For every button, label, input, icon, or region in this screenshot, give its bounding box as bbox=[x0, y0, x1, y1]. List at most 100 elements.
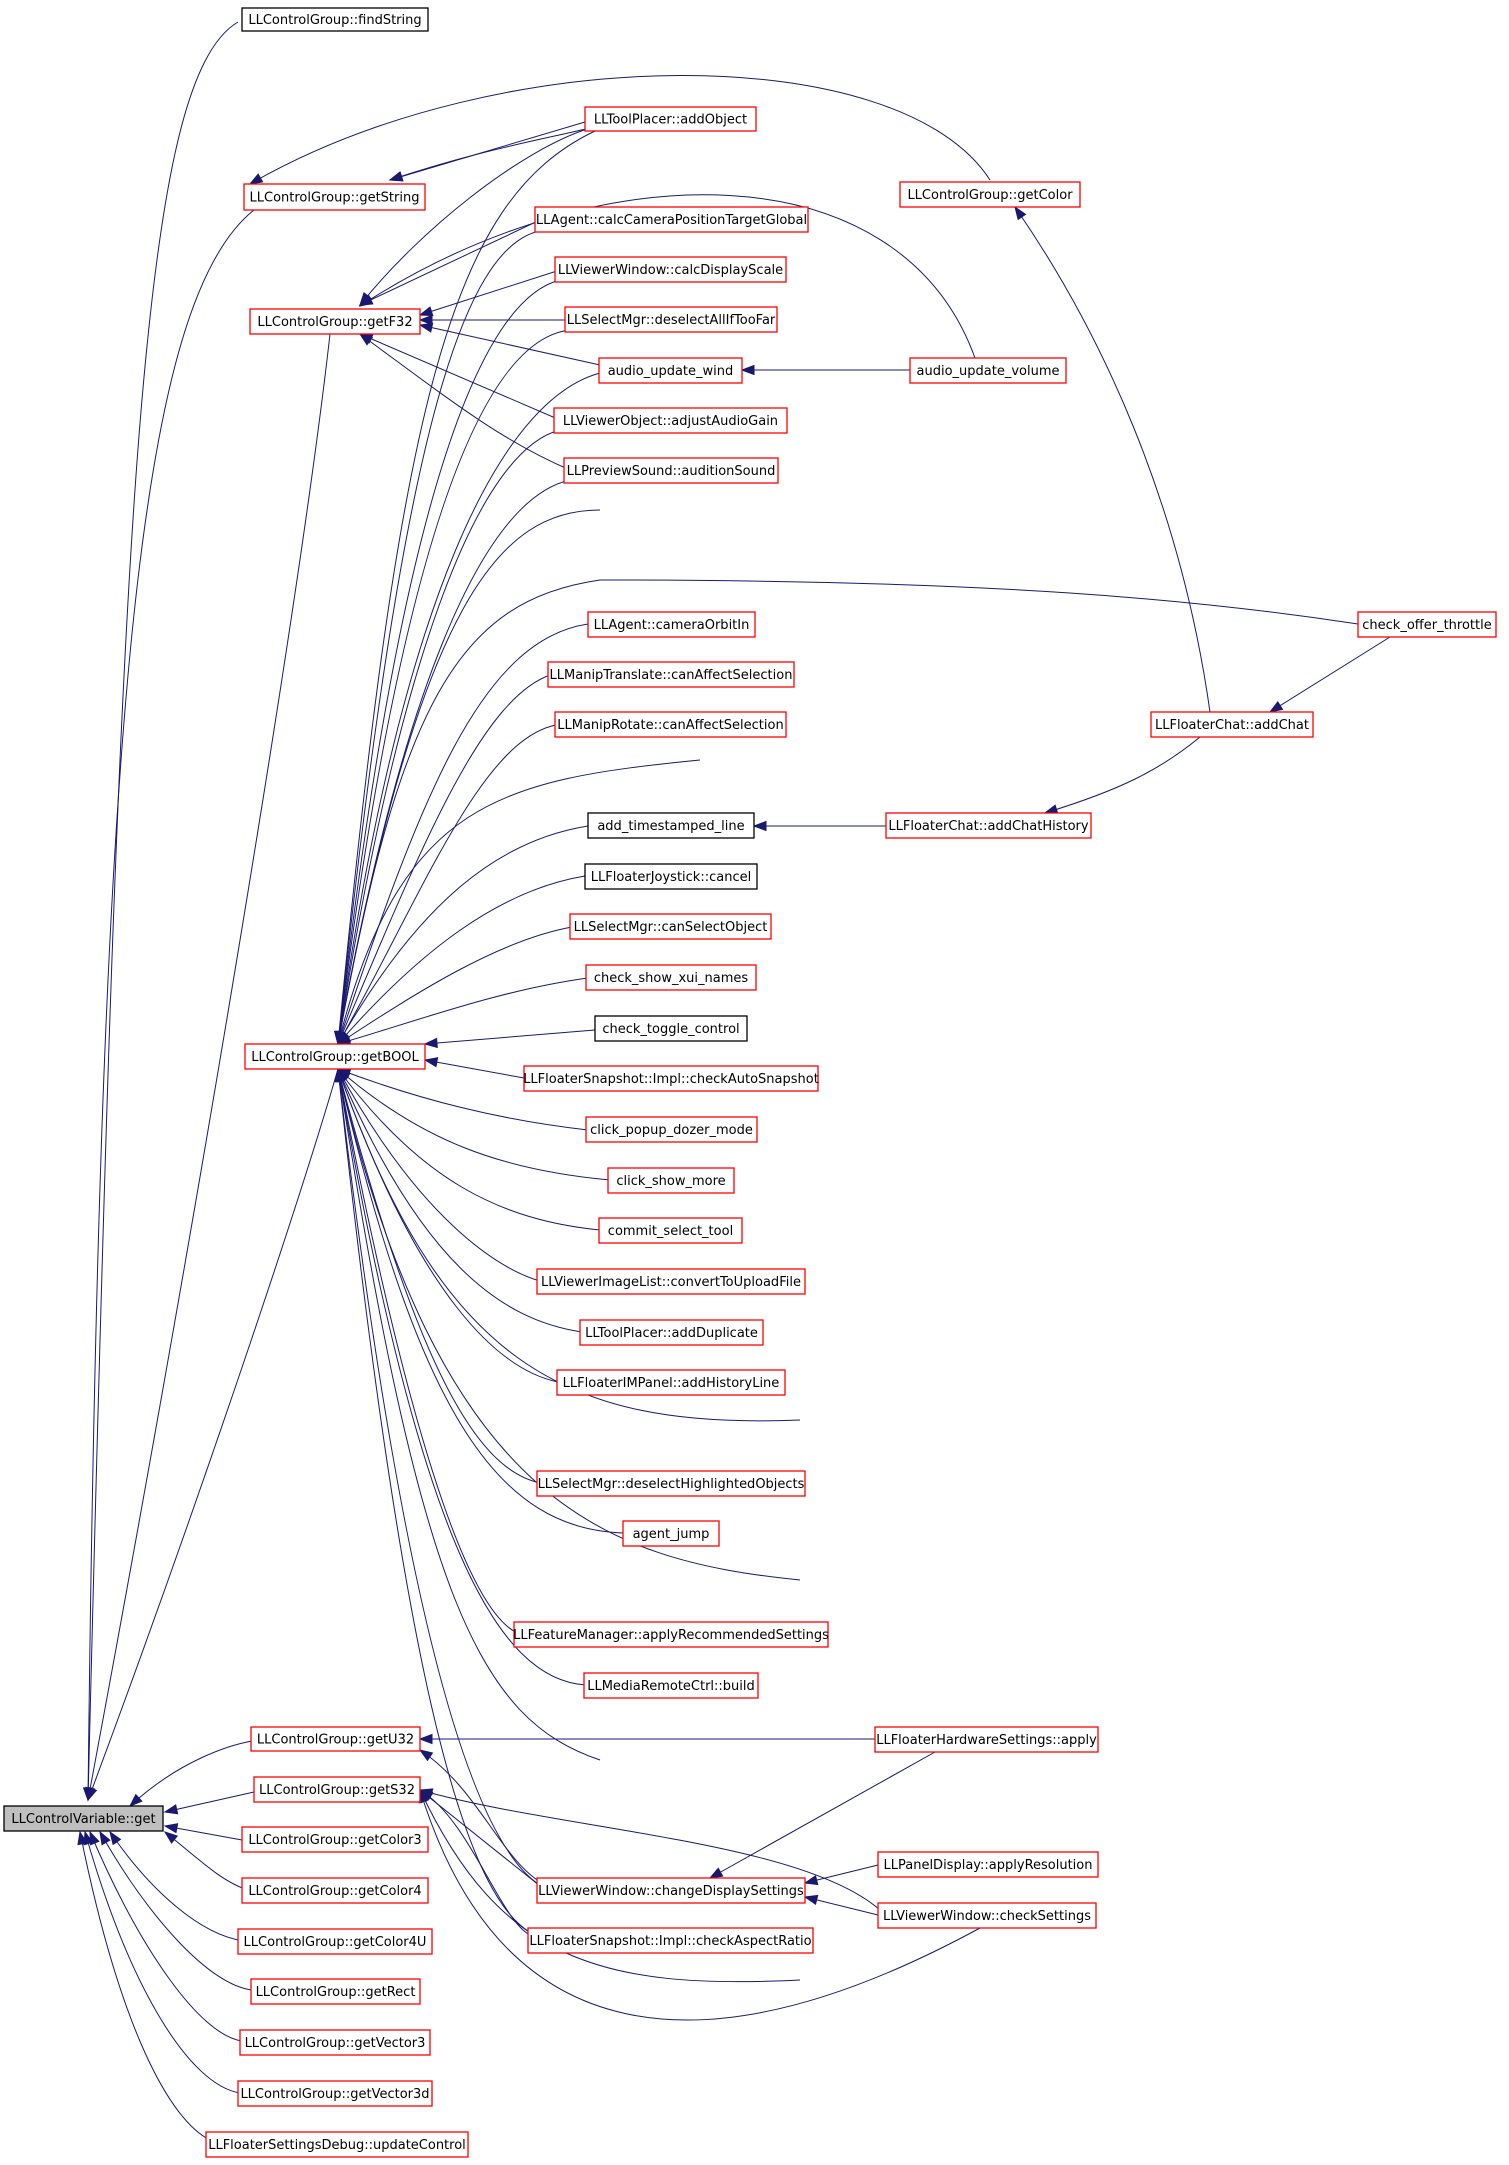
node-label-audioWind: audio_update_wind bbox=[608, 364, 734, 379]
node-label-updateControl: LLFloaterSettingsDebug::updateControl bbox=[208, 2138, 466, 2153]
node-label-showMore: click_show_more bbox=[616, 1174, 725, 1189]
node-audition[interactable]: LLPreviewSound::auditionSound bbox=[563, 457, 779, 484]
node-label-addTs: add_timestamped_line bbox=[597, 819, 744, 834]
node-joyCancel[interactable]: LLFloaterJoystick::cancel bbox=[584, 863, 758, 890]
edge-getBOOL-to-hwApply bbox=[337, 1068, 801, 1581]
node-updateControl[interactable]: LLFloaterSettingsDebug::updateControl bbox=[205, 2131, 469, 2158]
node-box-camOrbit bbox=[587, 611, 756, 638]
edge-getF32-to-audioWind bbox=[419, 324, 601, 366]
node-hwApply[interactable]: LLFloaterHardwareSettings::apply bbox=[874, 1726, 1099, 1753]
edge-root-to-getColor4 bbox=[164, 1831, 246, 1890]
node-addDup[interactable]: LLToolPlacer::addDuplicate bbox=[579, 1319, 764, 1346]
node-getF32[interactable]: LLControlGroup::getF32 bbox=[249, 308, 421, 335]
arrowhead-getBOOL-to-aspect bbox=[334, 1067, 345, 1082]
node-getColor[interactable]: LLControlGroup::getColor bbox=[899, 181, 1081, 208]
edge-root-to-findString bbox=[87, 21, 239, 1801]
node-label-hwApply: LLFloaterHardwareSettings::apply bbox=[876, 1733, 1097, 1748]
node-getRect[interactable]: LLControlGroup::getRect bbox=[250, 1978, 421, 2005]
node-featMgr[interactable]: LLFeatureManager::applyRecommendedSettin… bbox=[513, 1621, 829, 1648]
node-label-featMgr: LLFeatureManager::applyRecommendedSettin… bbox=[513, 1628, 829, 1643]
node-dozer[interactable]: click_popup_dozer_mode bbox=[585, 1116, 758, 1143]
edge-getBOOL-to-deselHL bbox=[337, 1068, 541, 1484]
edge-getBOOL-to-dozer bbox=[337, 1068, 589, 1131]
node-label-panelRes: LLPanelDisplay::applyResolution bbox=[884, 1858, 1093, 1873]
edge-root-to-updateControl bbox=[79, 1831, 211, 2141]
edge-chgDisp-to-panelRes bbox=[804, 1864, 879, 1884]
arrowhead-getF32-to-calcDisp bbox=[418, 306, 434, 317]
node-audioVol[interactable]: audio_update_volume bbox=[909, 357, 1067, 384]
edge-getF32-to-addObject bbox=[359, 127, 591, 306]
edge-getBOOL-to-adjAudio bbox=[337, 429, 561, 1045]
node-box-getBOOL bbox=[244, 1043, 426, 1070]
node-getString[interactable]: LLControlGroup::getString bbox=[243, 183, 426, 211]
node-calcCam[interactable]: LLAgent::calcCameraPositionTargetGlobal bbox=[534, 206, 809, 233]
node-chkSet[interactable]: LLViewerWindow::checkSettings bbox=[877, 1902, 1097, 1929]
node-getVector3d[interactable]: LLControlGroup::getVector3d bbox=[237, 2080, 433, 2107]
edge-getS32-to-aspect bbox=[419, 1789, 531, 1936]
node-jump[interactable]: agent_jump bbox=[622, 1520, 720, 1547]
node-chatHist[interactable]: LLFloaterChat::addChatHistory bbox=[885, 812, 1092, 839]
node-box-canSel bbox=[569, 913, 772, 940]
edge-getBOOL-to-offer bbox=[337, 579, 1359, 1045]
node-getColor3[interactable]: LLControlGroup::getColor3 bbox=[241, 1826, 429, 1853]
node-panelRes[interactable]: LLPanelDisplay::applyResolution bbox=[877, 1851, 1099, 1878]
node-commit[interactable]: commit_select_tool bbox=[598, 1217, 743, 1244]
node-adjAudio[interactable]: LLViewerObject::adjustAudioGain bbox=[553, 407, 788, 434]
node-getColor4U[interactable]: LLControlGroup::getColor4U bbox=[237, 1928, 433, 1955]
edge-root-to-getColor3 bbox=[164, 1825, 243, 1841]
node-convUp[interactable]: LLViewerImageList::convertToUploadFile bbox=[536, 1268, 806, 1295]
edge-chgDisp-to-hwApply bbox=[709, 1751, 936, 1879]
node-box-getS32 bbox=[253, 1776, 421, 1803]
node-aspect[interactable]: LLFloaterSnapshot::Impl::checkAspectRati… bbox=[527, 1927, 814, 1954]
node-getVector3[interactable]: LLControlGroup::getVector3 bbox=[239, 2029, 431, 2056]
node-getBOOL[interactable]: LLControlGroup::getBOOL bbox=[244, 1043, 426, 1070]
node-toggleCtl[interactable]: check_toggle_control bbox=[594, 1015, 748, 1042]
node-label-deselHL: LLSelectMgr::deselectHighlightedObjects bbox=[538, 1477, 805, 1492]
node-manipR[interactable]: LLManipRotate::canAffectSelection bbox=[554, 711, 787, 738]
edge-getBOOL-to-aspect bbox=[337, 1068, 536, 1936]
node-autoSnap[interactable]: LLFloaterSnapshot::Impl::checkAutoSnapsh… bbox=[523, 1065, 819, 1092]
node-label-offer: check_offer_throttle bbox=[1362, 618, 1491, 633]
node-mediaBuild[interactable]: LLMediaRemoteCtrl::build bbox=[583, 1672, 759, 1699]
node-histLine[interactable]: LLFloaterIMPanel::addHistoryLine bbox=[556, 1369, 786, 1396]
node-addChat[interactable]: LLFloaterChat::addChat bbox=[1150, 711, 1314, 738]
node-getS32[interactable]: LLControlGroup::getS32 bbox=[253, 1776, 421, 1803]
node-label-dozer: click_popup_dozer_mode bbox=[590, 1123, 753, 1138]
node-box-toggleCtl bbox=[594, 1015, 748, 1042]
node-label-autoSnap: LLFloaterSnapshot::Impl::checkAutoSnapsh… bbox=[523, 1072, 819, 1087]
node-offer[interactable]: check_offer_throttle bbox=[1357, 611, 1497, 638]
edge-root-to-getS32 bbox=[164, 1791, 255, 1813]
edge-root-to-getVector3 bbox=[89, 1831, 243, 2042]
node-getU32[interactable]: LLControlGroup::getU32 bbox=[250, 1726, 421, 1752]
arrowhead-chgDisp-to-chkSet bbox=[803, 1894, 819, 1906]
node-deselAll[interactable]: LLSelectMgr::deselectAllIfTooFar bbox=[564, 306, 778, 333]
edge-getS32-to-chkSet bbox=[419, 1789, 881, 1911]
node-deselHL[interactable]: LLSelectMgr::deselectHighlightedObjects bbox=[536, 1470, 806, 1497]
node-addTs[interactable]: add_timestamped_line bbox=[587, 812, 755, 839]
node-audioWind[interactable]: audio_update_wind bbox=[598, 357, 743, 384]
node-label-joyCancel: LLFloaterJoystick::cancel bbox=[591, 870, 751, 885]
arrowhead-getColor-to-addChat bbox=[1014, 205, 1027, 221]
node-camOrbit[interactable]: LLAgent::cameraOrbitIn bbox=[587, 611, 756, 638]
node-findString[interactable]: LLControlGroup::findString bbox=[241, 7, 429, 32]
edge-getBOOL-to-audioWind bbox=[337, 372, 601, 1045]
node-xui[interactable]: check_show_xui_names bbox=[585, 964, 757, 991]
node-label-getF32: LLControlGroup::getF32 bbox=[257, 315, 412, 330]
node-calcDisp[interactable]: LLViewerWindow::calcDisplayScale bbox=[554, 256, 787, 283]
node-box-chkSet bbox=[877, 1902, 1097, 1929]
edge-getBOOL-to-histLine bbox=[337, 1068, 559, 1383]
node-box-deselAll bbox=[564, 306, 778, 333]
node-label-getColor4: LLControlGroup::getColor4 bbox=[248, 1884, 421, 1899]
node-manipT[interactable]: LLManipTranslate::canAffectSelection bbox=[547, 661, 795, 688]
node-addObject[interactable]: LLToolPlacer::addObject bbox=[584, 106, 757, 132]
node-canSel[interactable]: LLSelectMgr::canSelectObject bbox=[569, 913, 772, 940]
node-label-jump: agent_jump bbox=[633, 1527, 710, 1542]
node-getColor4[interactable]: LLControlGroup::getColor4 bbox=[241, 1877, 429, 1904]
node-label-calcDisp: LLViewerWindow::calcDisplayScale bbox=[558, 263, 783, 278]
node-box-getU32 bbox=[250, 1726, 421, 1752]
node-box-root bbox=[3, 1805, 164, 1832]
edge-getString-to-getColor bbox=[249, 75, 991, 185]
node-chgDisp[interactable]: LLViewerWindow::changeDisplaySettings bbox=[536, 1877, 806, 1904]
node-label-getString: LLControlGroup::getString bbox=[250, 191, 420, 206]
node-showMore[interactable]: click_show_more bbox=[607, 1167, 735, 1194]
